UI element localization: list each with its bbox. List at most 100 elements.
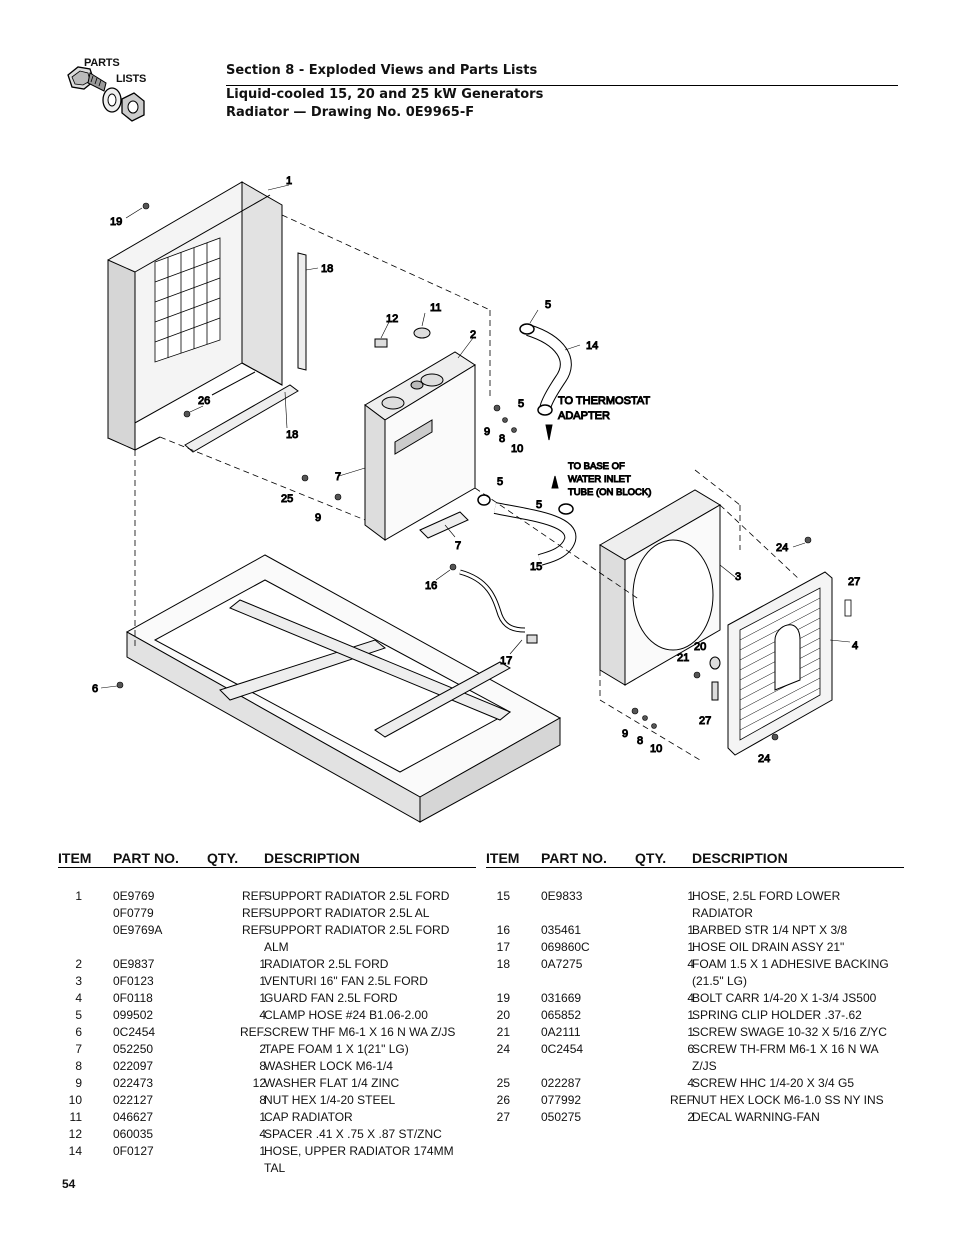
note-base-line3: TUBE (ON BLOCK) (568, 487, 651, 498)
cell-description: SUPPORT RADIATOR 2.5L FORD ALM (264, 923, 450, 954)
cell-description: RADIATOR 2.5L FORD (264, 957, 389, 971)
cell-description: SUPPORT RADIATOR 2.5L AL (264, 906, 430, 920)
cell-description: SCREW SWAGE 10-32 X 5/16 Z/YC (692, 1025, 887, 1039)
callout-11: 11 (430, 302, 441, 314)
callout-9-upper: 9 (484, 426, 490, 438)
cell-description: SPRING CLIP HOLDER .37-.62 (692, 1008, 862, 1022)
cell-qty: 1 (259, 1144, 266, 1158)
cell-item: 15 (496, 889, 510, 903)
callout-5-top: 5 (545, 299, 551, 311)
decal-part (711, 681, 719, 701)
page-number: 54 (62, 1177, 76, 1191)
cell-description: CAP RADIATOR (264, 1110, 353, 1124)
cell-description: WASHER LOCK M6-1/4 (264, 1059, 393, 1073)
cell-item: 2 (75, 957, 82, 971)
cell-description: BOLT CARR 1/4-20 X 1-3/4 JS500 (692, 991, 877, 1005)
cell-part-no: 022097 (113, 1059, 154, 1073)
cell-part-no: 0E9833 (541, 889, 583, 903)
header-part-no: PART NO. (541, 850, 607, 866)
cell-description: BARBED STR 1/4 NPT X 3/8 (692, 923, 848, 937)
cell-part-no: 0C2454 (541, 1042, 584, 1056)
cell-description: CLAMP HOSE #24 B1.06-2.00 (264, 1008, 428, 1022)
note-thermostat-line1: TO THERMOSTAT (558, 395, 650, 407)
callout-19: 19 (110, 216, 122, 228)
note-thermostat-line2: ADAPTER (558, 410, 610, 422)
cell-qty: 4 (687, 1076, 694, 1090)
cell-part-no: 099502 (113, 1008, 154, 1022)
cell-description: DECAL WARNING-FAN (692, 1110, 820, 1124)
cell-qty: REF (670, 1093, 694, 1107)
callout-1: 1 (286, 175, 292, 187)
cell-description: HOSE, UPPER RADIATOR 174MM TAL (264, 1144, 454, 1175)
cell-part-no: 060035 (113, 1127, 154, 1141)
cell-item: 1 (75, 889, 82, 903)
cell-description: GUARD FAN 2.5L FORD (264, 991, 398, 1005)
spacer-part (374, 338, 388, 348)
header-rule (226, 85, 898, 86)
cell-qty: 8 (259, 1093, 266, 1107)
cell-item: 21 (496, 1025, 510, 1039)
cell-item: 3 (75, 974, 82, 988)
header-item: ITEM (58, 850, 92, 866)
cell-qty: 4 (687, 957, 694, 971)
cell-part-no: 065852 (541, 1008, 582, 1022)
header-qty: QTY. (635, 850, 667, 866)
cell-qty: 4 (259, 1127, 266, 1141)
radiator-part (364, 351, 476, 541)
cell-part-no: 0F0127 (113, 1144, 154, 1158)
cell-item: 10 (68, 1093, 82, 1107)
cell-part-no: 031669 (541, 991, 582, 1005)
callout-4: 4 (852, 640, 858, 652)
cell-qty: 4 (259, 1008, 266, 1022)
logo-line-lists: LISTS (116, 73, 147, 85)
cell-part-no: 035461 (541, 923, 582, 937)
cell-qty: 1 (687, 923, 694, 937)
cell-description: SCREW TH-FRM M6-1 X 16 N WA Z/JS (692, 1042, 879, 1073)
cell-qty: 2 (687, 1110, 694, 1124)
callout-2: 2 (470, 329, 476, 341)
callout-14: 14 (586, 340, 598, 352)
cell-qty: REF (242, 889, 266, 903)
cell-qty: REF (242, 906, 266, 920)
cell-part-no: 022127 (113, 1093, 154, 1107)
note-base-line2: WATER INLET (568, 474, 631, 485)
venturi-part (599, 489, 721, 686)
cell-item: 24 (496, 1042, 510, 1056)
exploded-view-drawing: 1 19 18 18 26 12 11 2 5 14 5 9 8 10 7 25… (92, 175, 861, 823)
cell-part-no: 077992 (541, 1093, 582, 1107)
callout-8-lower: 8 (637, 735, 643, 747)
callout-26: 26 (198, 395, 210, 407)
cell-item: 26 (496, 1093, 510, 1107)
cell-qty: 2 (259, 1042, 266, 1056)
cell-qty: 1 (259, 991, 266, 1005)
logo-line-parts: PARTS (84, 57, 120, 69)
cell-item: 12 (68, 1127, 82, 1141)
cell-item: 20 (496, 1008, 510, 1022)
cell-item: 11 (69, 1110, 82, 1124)
cell-qty: 6 (687, 1042, 694, 1056)
cell-qty: 12 (252, 1076, 266, 1090)
callout-8-upper: 8 (499, 433, 505, 445)
cell-qty: 1 (259, 974, 266, 988)
cell-qty: 1 (687, 1008, 694, 1022)
cell-description: HOSE, 2.5L FORD LOWER RADIATOR (692, 889, 841, 920)
section-title: Section 8 - Exploded Views and Parts Lis… (226, 63, 538, 78)
callout-25: 25 (281, 493, 293, 505)
cell-item: 9 (75, 1076, 82, 1090)
cell-description: HOSE OIL DRAIN ASSY 21" (692, 940, 845, 954)
callout-27-right: 27 (848, 576, 860, 588)
cell-item: 19 (496, 991, 510, 1005)
